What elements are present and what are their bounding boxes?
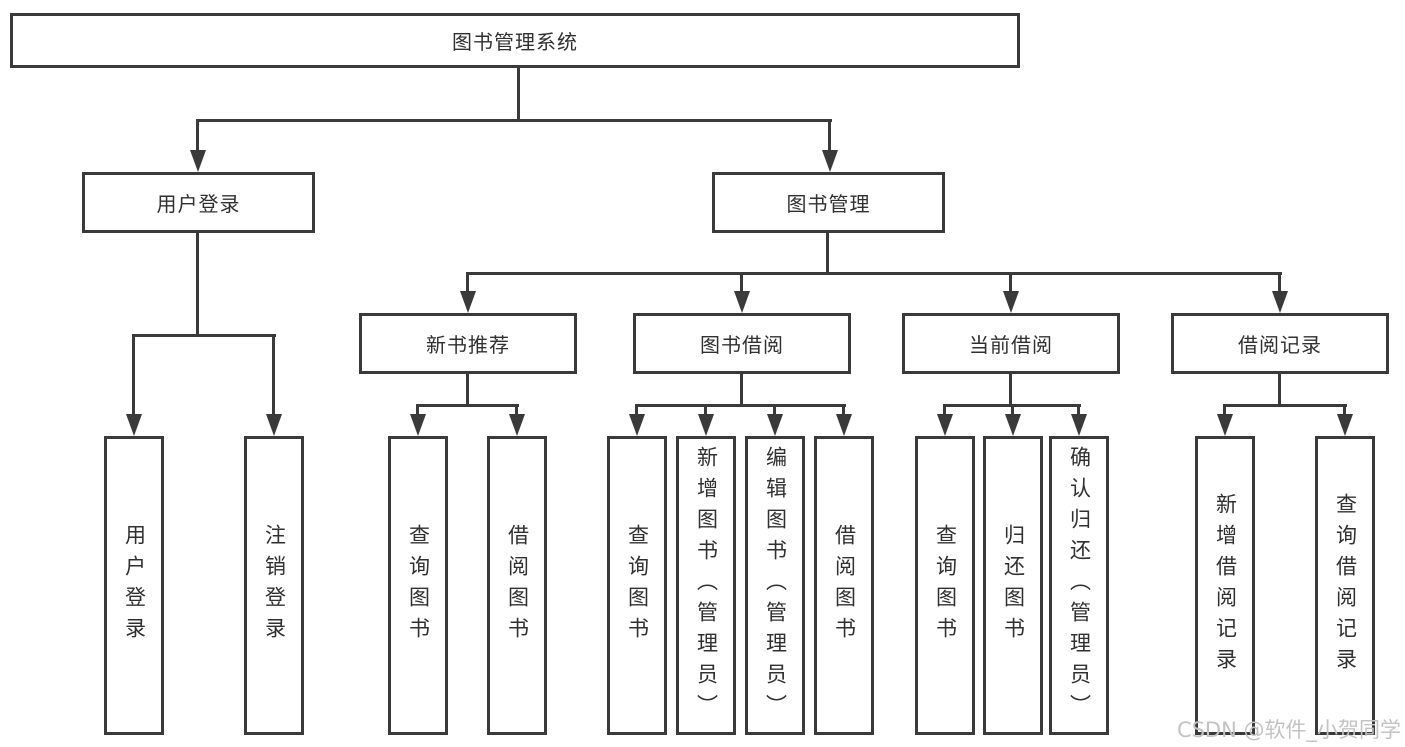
node-library-management-system: 图书管理系统: [10, 13, 1020, 68]
connector-leaf-drop: [515, 404, 518, 416]
connector-book-borrow-rail: [635, 404, 846, 407]
arrow-down-icon: [509, 414, 525, 436]
node-user-login: 用户登录: [82, 172, 315, 233]
arrow-down-icon: [1071, 414, 1087, 436]
leaf-edit-book-admin: 编辑图书（管理员）: [745, 436, 805, 735]
leaf-logout: 注销登录: [244, 436, 304, 735]
arrow-down-icon: [937, 414, 953, 436]
leaf-user-login: 用户登录: [104, 436, 164, 735]
arrow-down-icon: [629, 414, 645, 436]
arrow-down-icon: [698, 414, 714, 436]
arrow-down-icon: [1272, 291, 1288, 313]
connector-level1-rail: [196, 119, 832, 122]
leaf-query-borrow-record: 查询借阅记录: [1315, 436, 1375, 735]
watermark: CSDN @软件_小贺同学: [1176, 718, 1401, 742]
leaf-query-books-borrow: 查询图书: [607, 436, 667, 735]
connector-borrow-records-rail: [1223, 404, 1347, 407]
arrow-down-icon: [1003, 291, 1019, 313]
leaf-borrow-books-recommend: 借阅图书: [487, 436, 547, 735]
leaf-query-books-current: 查询图书: [915, 436, 975, 735]
connector-leaf-drop: [1223, 404, 1226, 416]
leaf-query-books-recommend: 查询图书: [388, 436, 448, 735]
arrow-down-icon: [190, 150, 206, 172]
connector-drop-user-login: [196, 119, 199, 152]
connector-leaf-drop: [1011, 404, 1014, 416]
connector-leaf-drop: [704, 404, 707, 416]
leaf-add-book-admin: 新增图书（管理员）: [676, 436, 736, 735]
arrow-down-icon: [266, 414, 282, 436]
node-new-book-recommend: 新书推荐: [359, 313, 577, 374]
arrow-down-icon: [410, 414, 426, 436]
leaf-borrow-books: 借阅图书: [814, 436, 874, 735]
arrow-down-icon: [822, 150, 838, 172]
connector-leaf-drop: [842, 404, 845, 416]
connector-user-login-stem: [196, 233, 199, 337]
connector-user-login-rail: [132, 334, 276, 337]
leaf-add-borrow-record: 新增借阅记录: [1195, 436, 1255, 735]
connector-new-book-rail: [416, 404, 519, 407]
connector-drop-leaf-logout: [272, 334, 275, 416]
connector-drop-current-borrow: [1009, 272, 1012, 293]
connector-leaf-drop: [943, 404, 946, 416]
arrow-down-icon: [836, 414, 852, 436]
connector-book-management-stem: [826, 233, 829, 275]
connector-borrow-records-stem: [1278, 374, 1281, 407]
arrow-down-icon: [1217, 414, 1233, 436]
leaf-return-book: 归还图书: [983, 436, 1043, 735]
node-borrow-records: 借阅记录: [1171, 313, 1389, 374]
connector-book-borrow-stem: [740, 374, 743, 407]
connector-drop-new-book: [466, 272, 469, 293]
connector-leaf-drop: [1077, 404, 1080, 416]
connector-level3-rail: [466, 272, 1282, 275]
connector-drop-leaf-user-login: [132, 334, 135, 416]
connector-leaf-drop: [773, 404, 776, 416]
connector-leaf-drop: [635, 404, 638, 416]
connector-current-borrow-stem: [1009, 374, 1012, 407]
connector-new-book-stem: [466, 374, 469, 407]
node-book-management: 图书管理: [712, 172, 945, 233]
connector-drop-book-management: [828, 119, 831, 152]
node-book-borrow: 图书借阅: [633, 313, 851, 374]
node-current-borrow: 当前借阅: [902, 313, 1120, 374]
leaf-confirm-return-admin: 确认归还（管理员）: [1049, 436, 1109, 735]
connector-drop-borrow-records: [1278, 272, 1281, 293]
connector-drop-book-borrow: [740, 272, 743, 293]
arrow-down-icon: [1337, 414, 1353, 436]
arrow-down-icon: [1005, 414, 1021, 436]
arrow-down-icon: [460, 291, 476, 313]
arrow-down-icon: [734, 291, 750, 313]
connector-root-stem: [517, 68, 520, 122]
arrow-down-icon: [767, 414, 783, 436]
arrow-down-icon: [126, 414, 142, 436]
connector-leaf-drop: [416, 404, 419, 416]
connector-leaf-drop: [1343, 404, 1346, 416]
